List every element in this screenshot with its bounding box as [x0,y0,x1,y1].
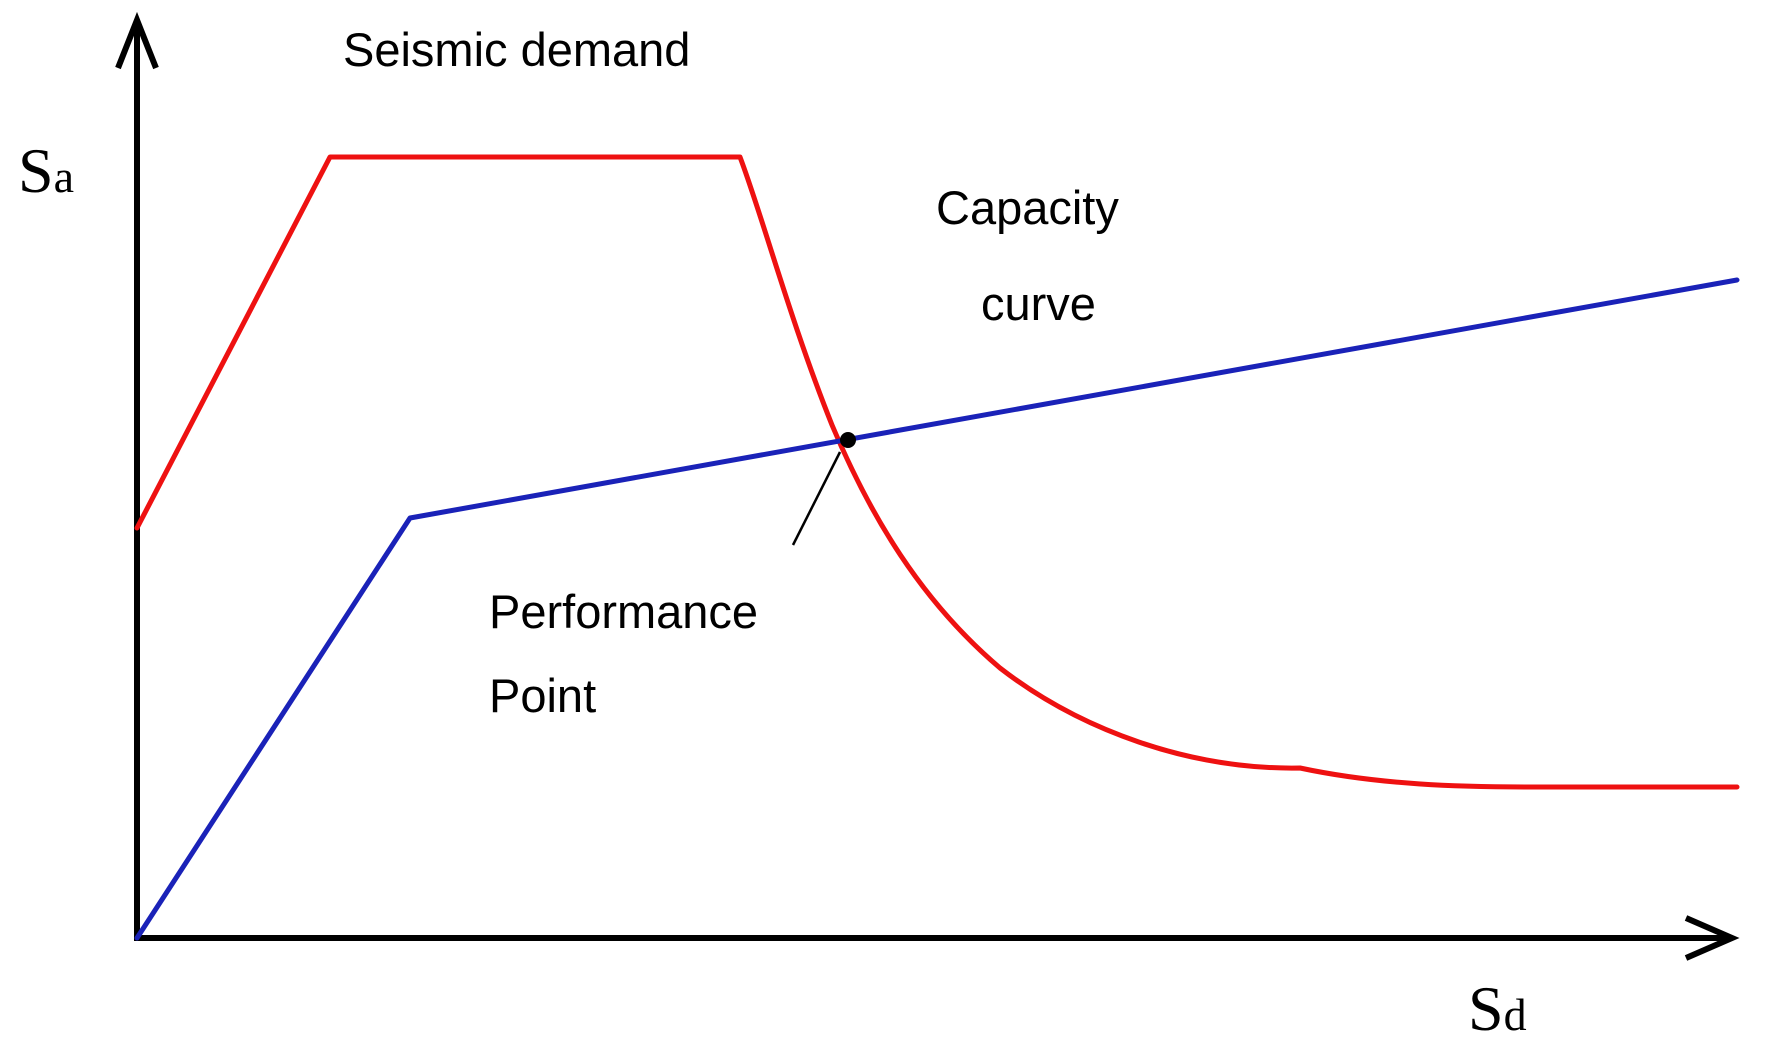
performance-point-marker [840,432,856,448]
y-axis-label: Sa [18,135,74,206]
x-axis-label: Sd [1468,973,1527,1044]
y-axis-label-subscript: a [54,151,74,202]
performance-point-label-line2: Point [489,669,596,722]
y-axis-arrow [115,11,159,70]
seismic-demand-label: Seismic demand [343,23,690,76]
capacity-curve-label-line2: curve [981,277,1096,330]
x-axis-label-subscript: d [1504,989,1527,1040]
capacity-curve [134,277,1740,941]
performance-point-leader [791,451,842,546]
x-axis-arrow [1684,915,1740,961]
seismic-demand-curve [134,154,1740,790]
capacity-curve-label-line1: Capacity [936,181,1119,234]
performance-point-label-line1: Performance [489,585,758,638]
